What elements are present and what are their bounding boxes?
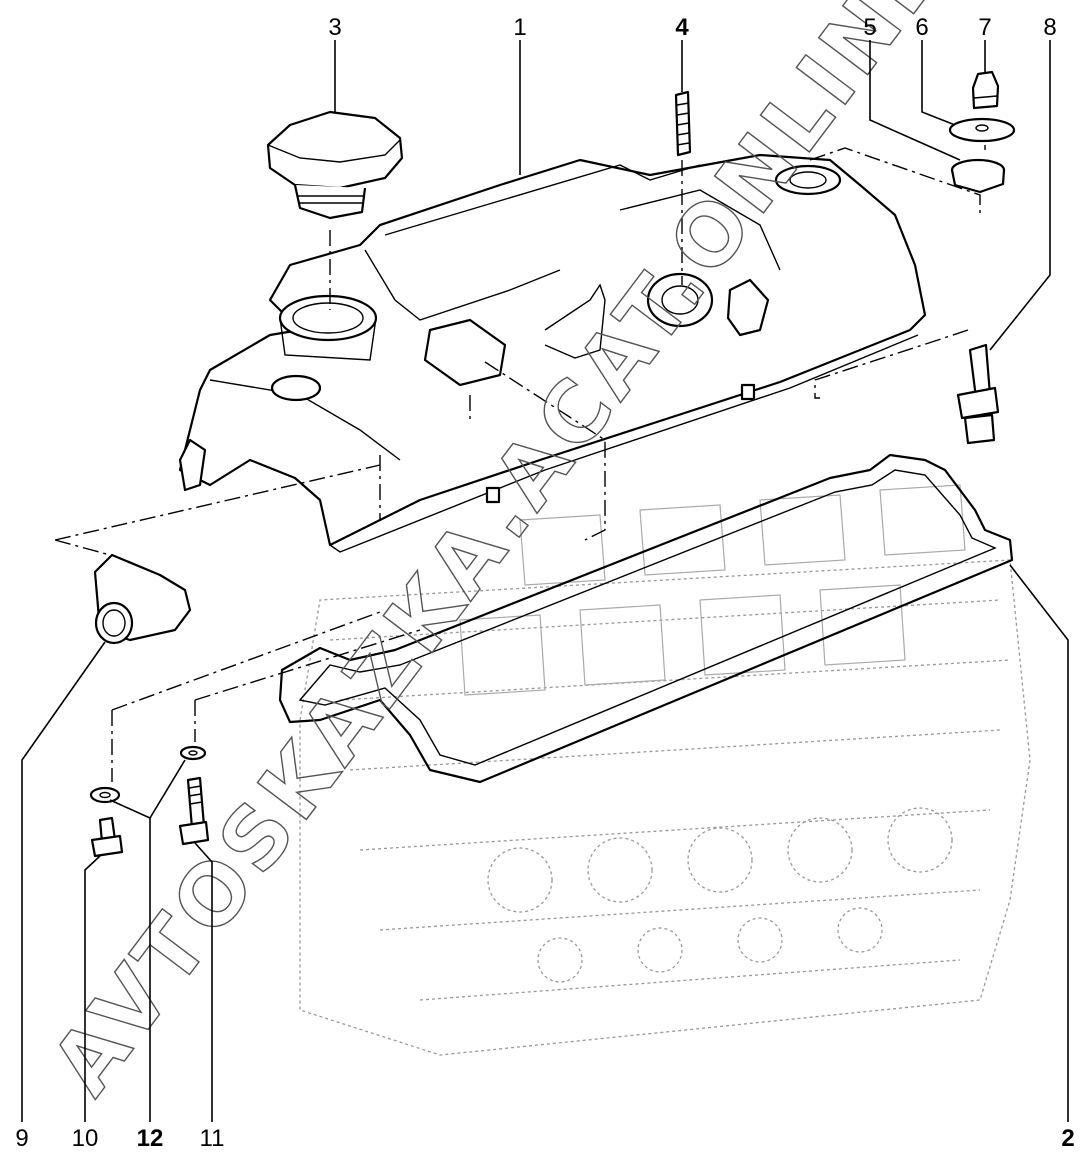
callout-2: 2: [1061, 1125, 1074, 1152]
callout-10: 10: [72, 1125, 99, 1152]
callout-11: 11: [200, 1125, 225, 1152]
stud: [674, 90, 692, 157]
valve-cover: [178, 153, 927, 553]
callout-4: 4: [675, 14, 689, 41]
assembly-lines: [54, 145, 986, 782]
short-bolt: [90, 816, 124, 858]
elbow-hose: [93, 553, 192, 645]
valve-cover-gasket: [278, 453, 1014, 784]
callout-5: 5: [863, 14, 876, 41]
callout-8: 8: [1043, 14, 1056, 41]
callout-9: 9: [15, 1125, 28, 1152]
grommet: [950, 158, 1006, 194]
callout-12: 12: [137, 1125, 164, 1152]
cap-nut: [971, 70, 1000, 110]
washer: [948, 117, 1016, 143]
callout-6: 6: [915, 14, 928, 41]
leader-lines: [21, 40, 1069, 1122]
callout-3: 3: [328, 14, 341, 41]
long-bolt: [178, 776, 210, 846]
callout-1: 1: [513, 14, 526, 41]
callout-7: 7: [978, 14, 991, 41]
oil-filler-cap: [266, 110, 404, 220]
sealing-washers: [89, 745, 207, 804]
callouts: 1 2 3 4 5 6 7 8 9 10 12 11: [15, 14, 1074, 1152]
breather-fitting: [956, 343, 1000, 445]
cylinder-head-ghost: [299, 484, 1031, 1056]
